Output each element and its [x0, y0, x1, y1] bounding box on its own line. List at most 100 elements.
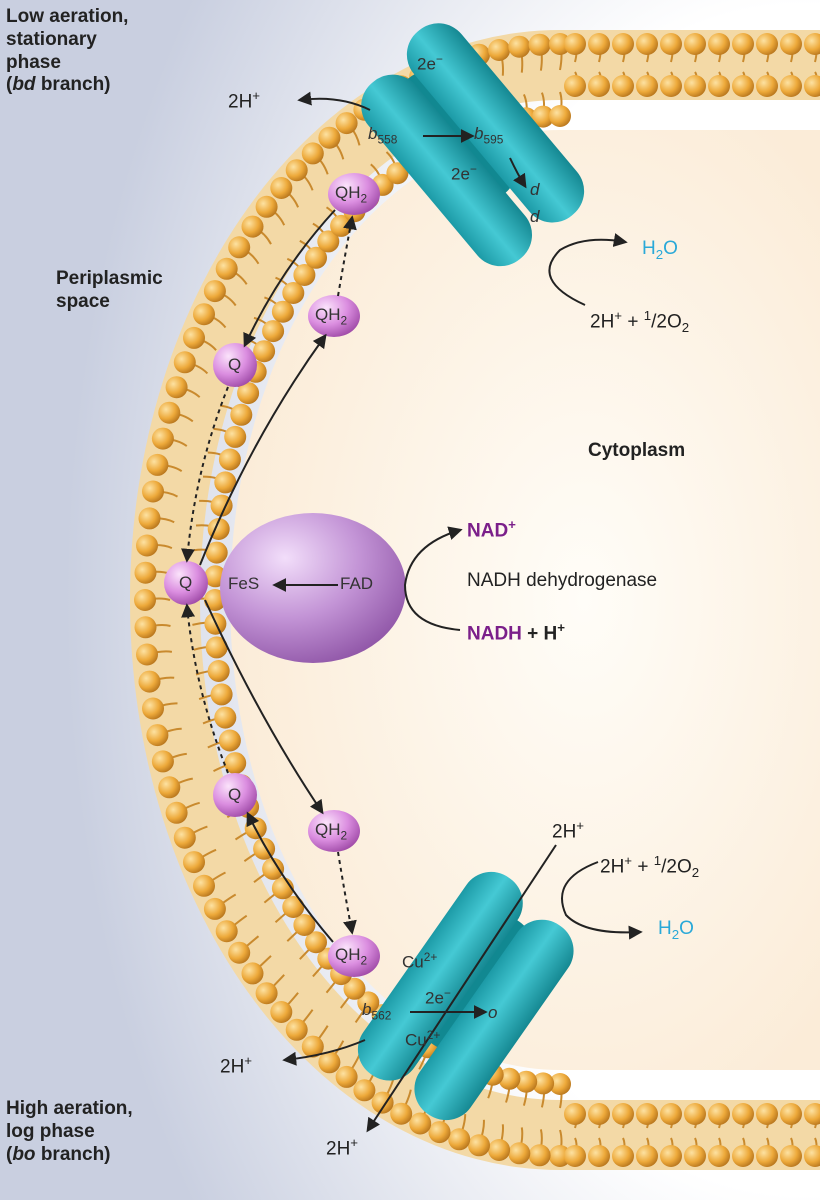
- two-h: 2H: [590, 311, 615, 333]
- lipid-head: [262, 320, 285, 343]
- plus-sup: +: [252, 88, 261, 103]
- branch-text: branch): [35, 74, 111, 96]
- lipid-head: [301, 142, 324, 165]
- sub2: 2: [360, 191, 368, 206]
- lipid-head: [183, 851, 205, 874]
- lipid-head: [134, 616, 157, 639]
- lipid-head: [732, 33, 754, 55]
- qh2-bottom-outer: [328, 935, 380, 977]
- label-nadh-dehydrogenase: NADH dehydrogenase: [467, 570, 658, 591]
- lipid-head: [588, 33, 610, 55]
- cytoplasm-area: [230, 130, 820, 1070]
- lipid-head: [158, 776, 181, 799]
- qh: QH: [315, 820, 341, 839]
- sub2: 2: [340, 313, 348, 328]
- lipid-head: [357, 991, 380, 1014]
- lipid-head: [282, 282, 305, 304]
- lipid-head: [588, 75, 610, 97]
- lipid-head: [636, 33, 658, 55]
- label-cu-top: Cu2+: [402, 950, 437, 973]
- lipid-head: [241, 215, 264, 238]
- lipid-head: [207, 660, 230, 682]
- label-d-heme-1: d: [530, 180, 540, 199]
- lipid-head: [173, 826, 196, 849]
- lipid-head: [528, 33, 551, 56]
- lipid-head: [409, 1112, 432, 1135]
- lipid-head: [138, 507, 161, 530]
- lipid-head: [660, 75, 682, 97]
- arrow-qh2-diffuse-bottom: [337, 851, 357, 935]
- qh: QH: [315, 305, 341, 324]
- lipid-head: [230, 403, 253, 426]
- lipid-head: [165, 801, 188, 824]
- quinone-pool: [164, 173, 380, 977]
- cu: Cu: [405, 1030, 427, 1050]
- lipid-head: [293, 264, 316, 286]
- label-cytoplasm: Cytoplasm: [588, 440, 686, 461]
- lipid-head: [317, 230, 340, 253]
- o: O: [679, 918, 694, 939]
- cytochrome-bo-complex: [357, 871, 574, 1121]
- label-2h-bottom-left: 2H+: [220, 1053, 252, 1079]
- label-high-aeration: High aeration, log phase (bo branch): [6, 1098, 133, 1166]
- h: H: [658, 918, 672, 939]
- label-qh2-top-inner: QH2: [315, 305, 347, 328]
- lipid-head: [780, 33, 802, 55]
- lipid-head: [636, 1103, 658, 1125]
- high-aeration-line2: log phase: [6, 1120, 95, 1142]
- q-top: [213, 343, 257, 387]
- lipid-head: [138, 670, 161, 693]
- lipid-head: [515, 1070, 538, 1093]
- lipid-head: [636, 75, 658, 97]
- branch-text-bo: branch): [35, 1143, 111, 1165]
- b-letter: b: [474, 124, 484, 143]
- lipid-head: [708, 1145, 730, 1167]
- lipid-head: [285, 159, 308, 182]
- arrow-qh2-diffuse-top: [337, 215, 357, 297]
- periplasmic-line2: space: [56, 290, 110, 312]
- label-b595: b595: [474, 124, 503, 147]
- o: O: [663, 238, 678, 259]
- b562-sub: 562: [371, 1008, 392, 1023]
- lipid-head: [488, 1139, 511, 1161]
- lipid-head: [660, 1103, 682, 1125]
- qh2-top-inner: [308, 295, 360, 337]
- low-aeration-line2: stationary: [6, 28, 97, 50]
- two: 2: [451, 164, 461, 184]
- lipid-head: [205, 636, 228, 659]
- arrow-qh2-to-q-top: [243, 209, 336, 348]
- two-h: 2H: [600, 856, 625, 878]
- lipid-head: [255, 982, 278, 1005]
- label-cu-bottom: Cu2+: [405, 1028, 440, 1051]
- lipid-head: [301, 1035, 324, 1058]
- lipid-head: [214, 706, 237, 729]
- lipid-head: [488, 39, 511, 61]
- low-aeration-line4: (bd branch): [6, 74, 128, 97]
- label-qh2-top-outer: QH2: [335, 183, 367, 206]
- lipid-head: [780, 1145, 802, 1167]
- label-2h-top-left: 2H+: [228, 88, 260, 114]
- o2: O: [666, 311, 682, 333]
- lipid-head: [136, 534, 158, 557]
- lipid-head: [588, 1145, 610, 1167]
- lipid-head: [804, 1103, 820, 1125]
- label-b562: b562: [362, 1000, 391, 1023]
- label-2e-top: 2e−: [417, 52, 443, 75]
- minus-sup: −: [469, 162, 477, 176]
- lipid-head: [218, 729, 241, 752]
- sub2: 2: [360, 953, 368, 968]
- lipid-head: [343, 977, 366, 1000]
- lipid-head: [203, 897, 226, 920]
- two-h: 2H: [552, 821, 577, 843]
- paren-open-bo: (: [6, 1143, 13, 1165]
- lipid-head: [612, 33, 634, 55]
- lipid-head: [804, 33, 820, 55]
- lipid-head: [151, 750, 174, 773]
- lipid-head: [142, 697, 164, 720]
- lipid-head: [612, 1103, 634, 1125]
- lipid-head: [708, 75, 730, 97]
- lipid-head: [241, 962, 264, 985]
- lipid-head: [756, 33, 778, 55]
- arrow-q-to-qh2-top: [199, 333, 327, 566]
